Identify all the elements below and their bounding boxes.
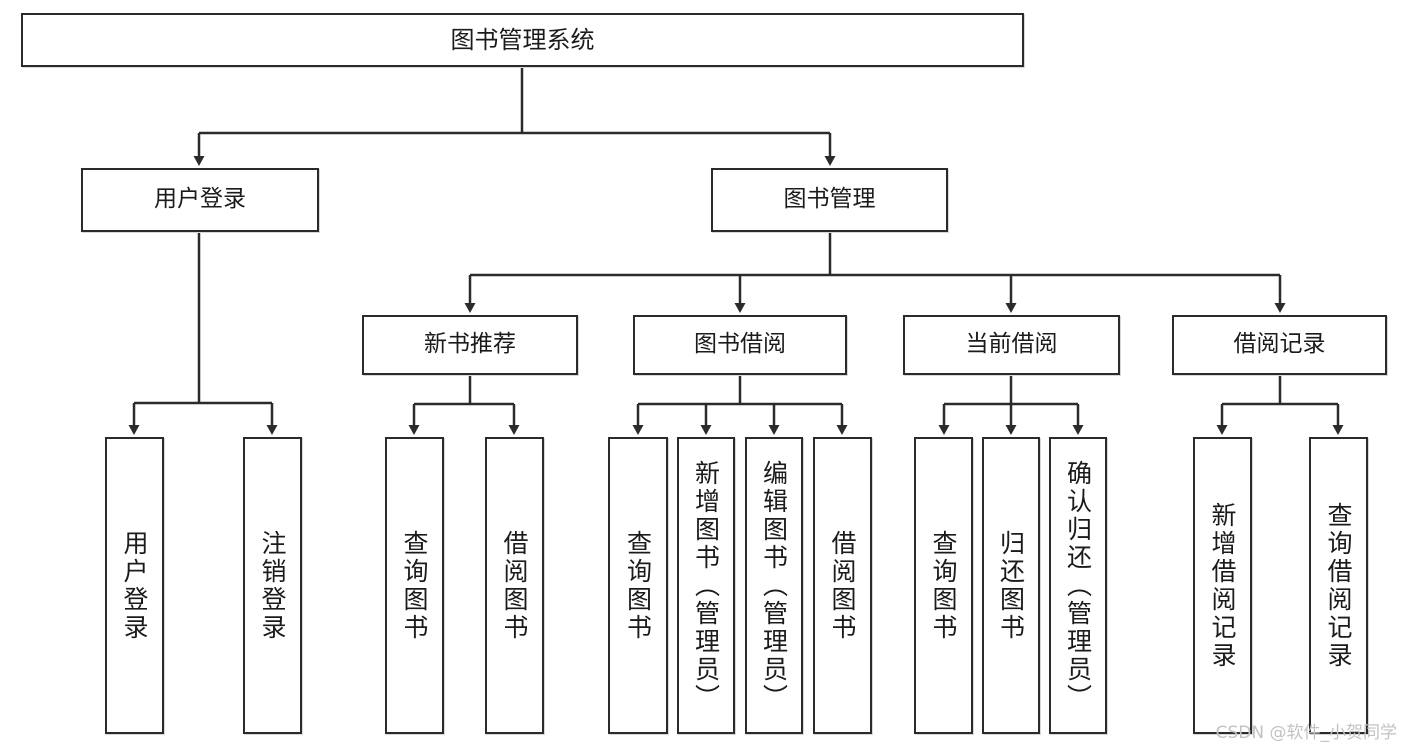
node-label: 新书推荐 [424, 331, 516, 358]
node-label: 查询图书 [400, 529, 429, 642]
node-leaf-add-book-admin[interactable]: 新增图书（管理员） [677, 437, 735, 734]
node-label: 查询图书 [929, 529, 958, 642]
node-label: 借阅图书 [500, 529, 529, 642]
node-label: 借阅记录 [1233, 331, 1326, 358]
node-label: 查询借阅记录 [1324, 501, 1353, 670]
node-label: 归还图书 [996, 529, 1026, 642]
node-user-login[interactable]: 用户登录 [81, 168, 319, 232]
node-label: 图书管理 [783, 186, 876, 213]
node-new-book-recommendation[interactable]: 新书推荐 [362, 315, 578, 375]
node-label: 当前借阅 [965, 331, 1058, 358]
node-current-borrow[interactable]: 当前借阅 [903, 315, 1120, 375]
node-label: 借阅图书 [828, 529, 857, 642]
node-label: 图书管理系统 [450, 25, 595, 54]
node-leaf-query-book-rec[interactable]: 查询图书 [385, 437, 444, 734]
node-label: 新增图书（管理员） [691, 459, 721, 712]
node-root-library-system[interactable]: 图书管理系统 [21, 13, 1024, 67]
node-label: 用户登录 [120, 529, 149, 642]
node-label: 查询图书 [623, 529, 653, 642]
node-label: 注销登录 [258, 529, 287, 642]
node-leaf-add-borrow-record[interactable]: 新增借阅记录 [1193, 437, 1252, 734]
node-leaf-query-borrow-record[interactable]: 查询借阅记录 [1309, 437, 1368, 734]
node-leaf-user-login[interactable]: 用户登录 [105, 437, 164, 734]
node-leaf-return-book[interactable]: 归还图书 [982, 437, 1040, 734]
node-label: 新增借阅记录 [1208, 501, 1237, 670]
node-leaf-borrow-book[interactable]: 借阅图书 [813, 437, 872, 734]
node-leaf-query-book-current[interactable]: 查询图书 [914, 437, 973, 734]
node-leaf-borrow-book-rec[interactable]: 借阅图书 [485, 437, 544, 734]
node-borrow-record[interactable]: 借阅记录 [1172, 315, 1387, 375]
node-leaf-logout[interactable]: 注销登录 [243, 437, 302, 734]
node-label: 用户登录 [154, 186, 246, 213]
node-book-management[interactable]: 图书管理 [711, 168, 948, 232]
node-book-borrow[interactable]: 图书借阅 [633, 315, 847, 375]
node-label: 确认归还（管理员） [1063, 459, 1093, 712]
node-leaf-confirm-return-admin[interactable]: 确认归还（管理员） [1049, 437, 1107, 734]
node-label: 编辑图书（管理员） [759, 459, 789, 712]
node-leaf-edit-book-admin[interactable]: 编辑图书（管理员） [745, 437, 803, 734]
csdn-watermark: CSDN @软件_小贺同学 [1215, 723, 1397, 743]
node-label: 图书借阅 [694, 331, 786, 358]
node-leaf-query-book-borrow[interactable]: 查询图书 [608, 437, 668, 734]
